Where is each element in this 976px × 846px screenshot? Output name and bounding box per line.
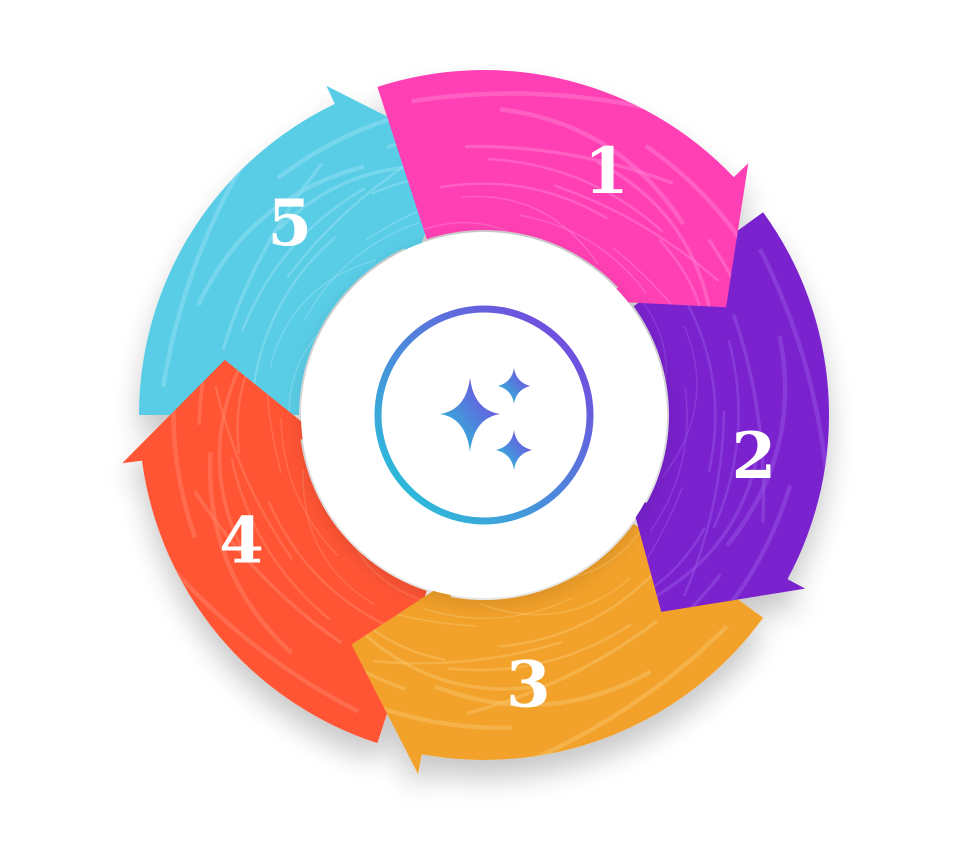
step-number-3: 3 (506, 647, 551, 722)
sparkles-icon (440, 368, 532, 470)
step-number-4: 4 (219, 504, 264, 579)
segment-arrow-4 (122, 359, 427, 744)
center-emblem (374, 305, 594, 525)
step-number-5: 5 (268, 186, 313, 261)
cycle-segment-1 (377, 70, 749, 308)
cycle-ring (122, 70, 830, 774)
step-number-1: 1 (584, 134, 629, 209)
segment-arrow-5 (139, 85, 457, 416)
brush-texture (411, 91, 749, 308)
center-ring (374, 305, 594, 525)
step-number-2: 2 (732, 419, 777, 494)
